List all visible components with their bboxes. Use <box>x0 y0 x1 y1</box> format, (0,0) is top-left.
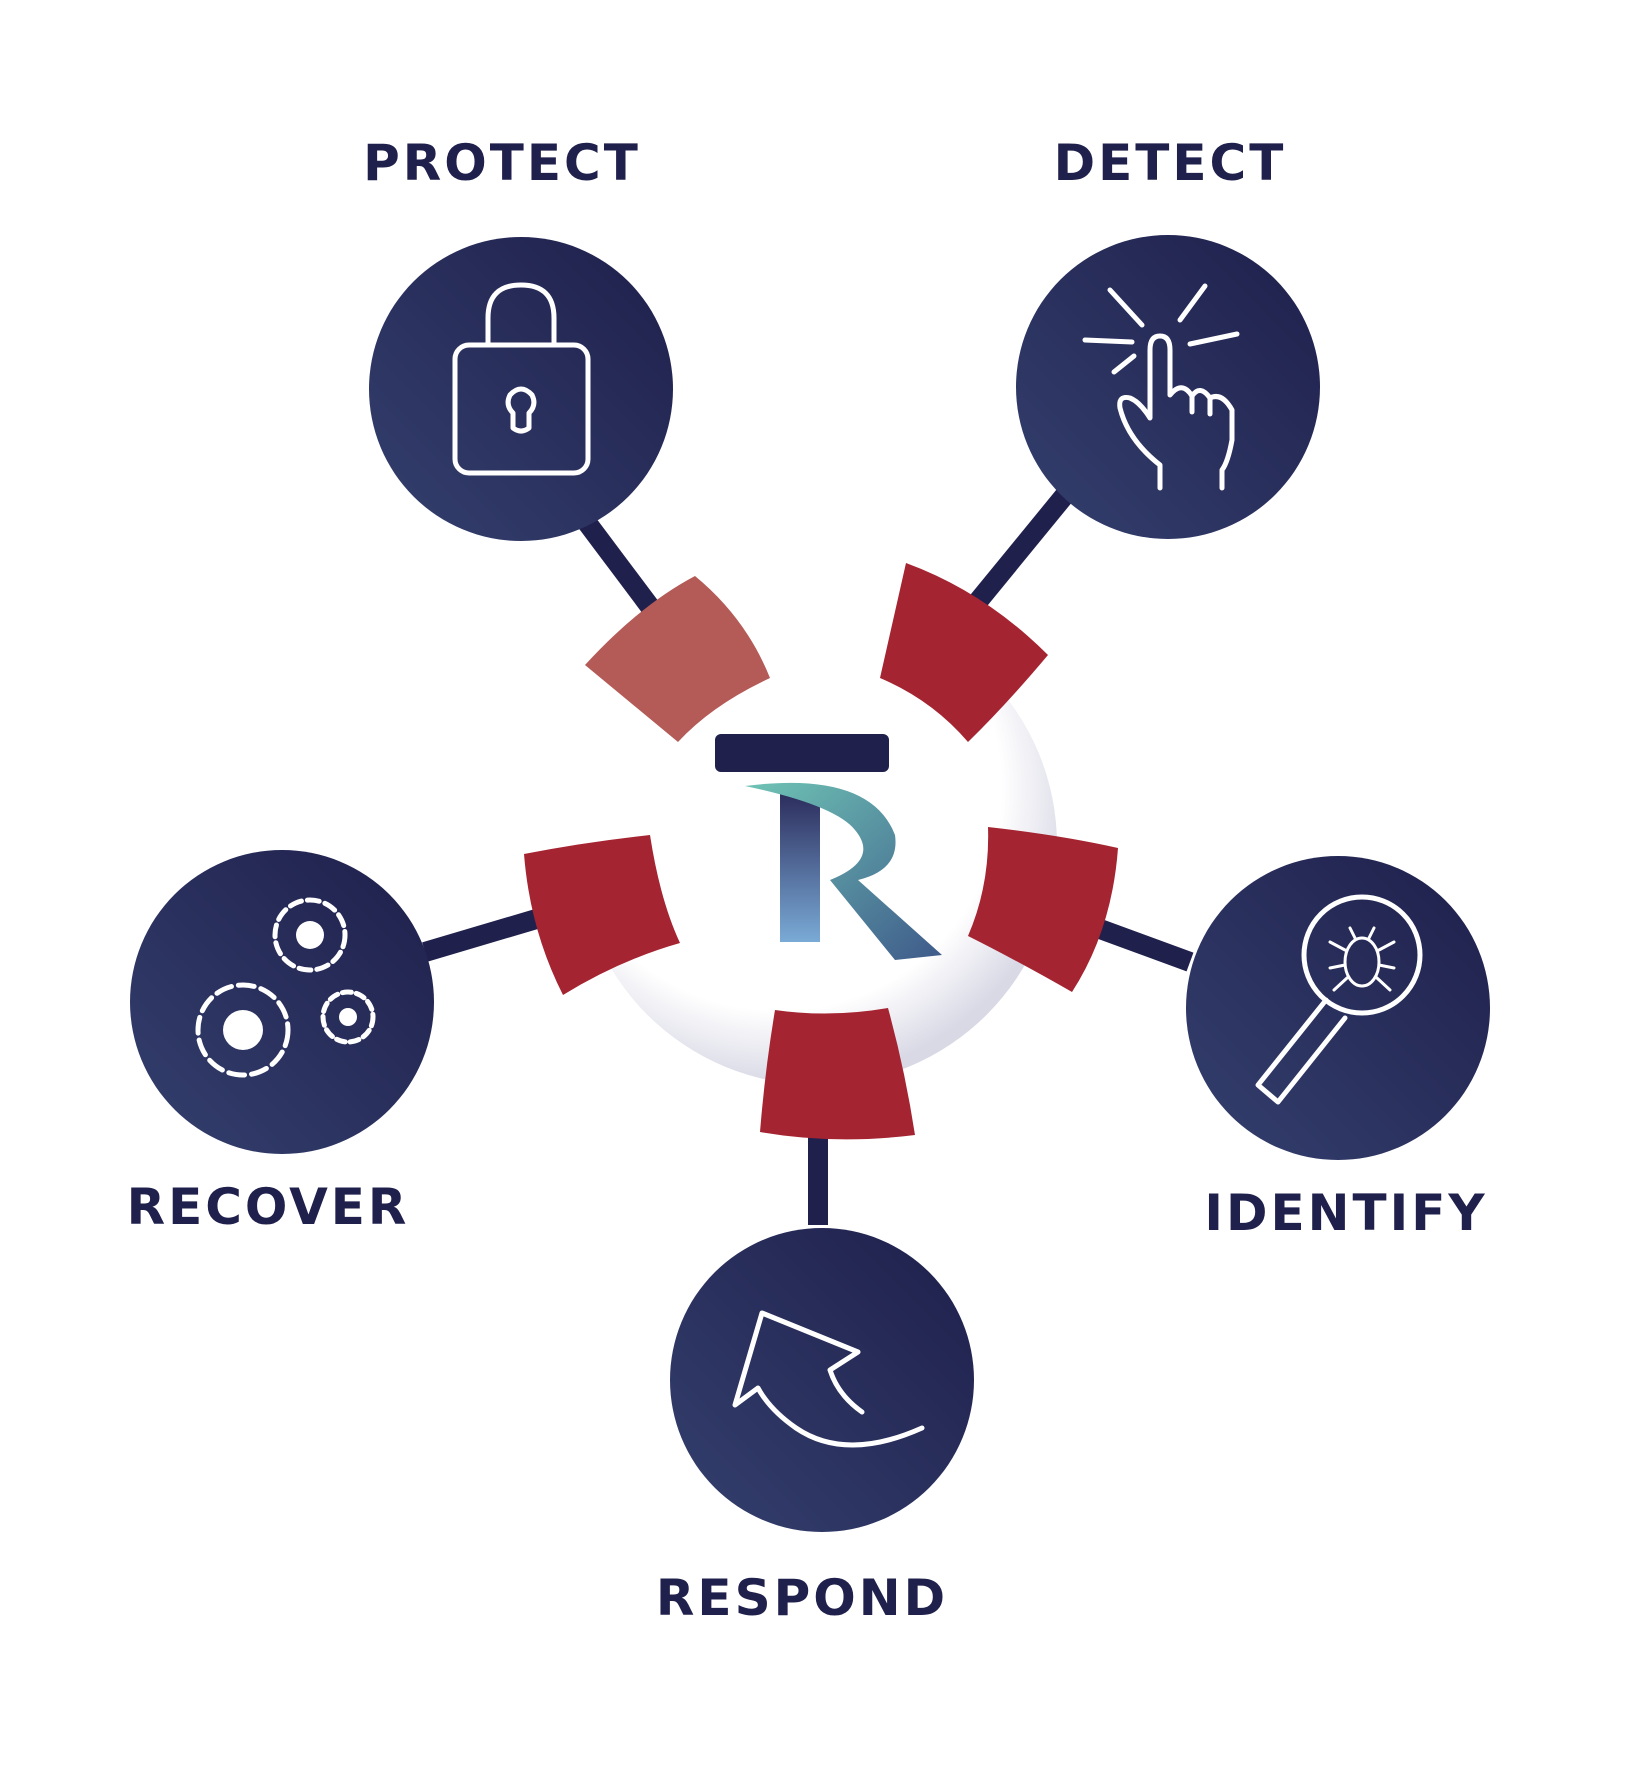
lifebuoy-band-right <box>968 827 1118 992</box>
identify-label: IDENTIFY <box>1204 1184 1487 1242</box>
lifebuoy-band-left <box>524 835 680 995</box>
lock-icon <box>452 282 591 476</box>
pointing-hand-icon <box>1082 283 1240 491</box>
gears-icon <box>195 897 376 1078</box>
recover-circle <box>130 850 434 1154</box>
lifebuoy-red-bands <box>524 563 1118 1140</box>
detect-label: DETECT <box>1054 134 1287 192</box>
node-identify: IDENTIFY <box>1186 856 1490 1242</box>
node-respond: RESPOND <box>656 1228 974 1627</box>
tr-logo <box>715 734 942 960</box>
respond-label: RESPOND <box>656 1569 948 1627</box>
respond-circle <box>670 1228 974 1532</box>
node-recover: RECOVER <box>127 850 434 1236</box>
connector-detect <box>967 488 1073 612</box>
lifebuoy-band-top-left <box>585 576 770 742</box>
connector-protect <box>577 514 668 626</box>
node-detect: DETECT <box>1016 134 1320 539</box>
magnifier-bug-icon <box>1255 894 1423 1105</box>
lifebuoy <box>524 563 1118 1140</box>
recover-label: RECOVER <box>127 1178 410 1236</box>
logo-t-stem <box>780 790 820 942</box>
node-protect: PROTECT <box>363 134 673 541</box>
connectors <box>422 488 1194 1225</box>
lifebuoy-band-bottom <box>760 1008 915 1140</box>
protect-label: PROTECT <box>363 134 641 192</box>
logo-t-bar <box>715 734 889 772</box>
logo-r-bowl <box>745 782 942 960</box>
curved-arrow-icon <box>732 1310 925 1448</box>
lifebuoy-band-top-right <box>880 563 1048 742</box>
